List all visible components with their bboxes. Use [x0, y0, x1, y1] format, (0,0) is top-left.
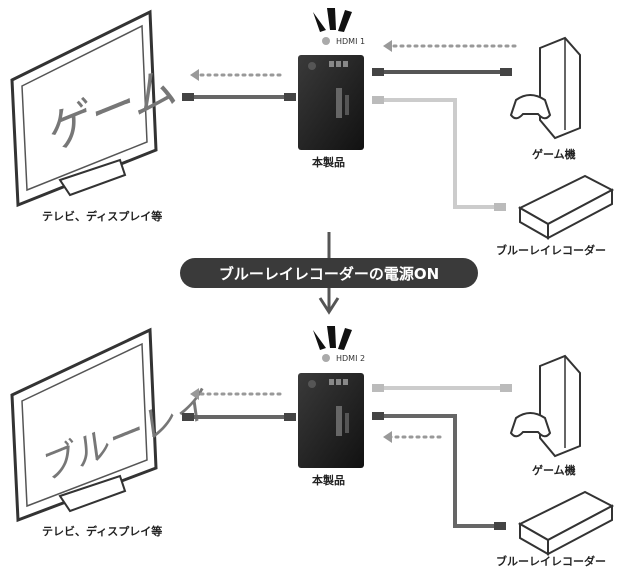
switcher-device: [298, 55, 364, 150]
indicator-led: [322, 354, 330, 362]
hdmi-cable-game: [372, 68, 512, 76]
hdmi-cable-bluray: [372, 412, 506, 530]
game-console-icon: [509, 354, 581, 458]
bluray-recorder-label: ブルーレイレコーダー: [496, 554, 606, 568]
product-label: 本製品: [312, 155, 345, 169]
signal-burst-icon: [313, 8, 352, 32]
hdmi-cable-tv: [182, 93, 296, 101]
switcher-device: [298, 373, 364, 468]
game-console-icon: [509, 36, 581, 140]
tv-label: テレビ、ディスプレイ等: [42, 524, 162, 538]
indicator-label: HDMI 2: [336, 354, 365, 363]
signal-arrow-from-game: [383, 40, 517, 52]
hdmi-cable-tv: [182, 413, 296, 421]
bluray-recorder-icon: [517, 174, 615, 240]
hdmi-cable-bluray: [372, 96, 506, 211]
bluray-recorder-icon: [517, 490, 615, 556]
game-console-label: ゲーム機: [532, 147, 576, 161]
tv-label: テレビ、ディスプレイ等: [42, 209, 162, 223]
bottom-section: ブルーレイ テレビ、ディスプレイ等 HDMI 2 本製品: [10, 326, 615, 568]
tv-icon: [10, 327, 158, 523]
signal-arrow-from-bluray: [383, 431, 442, 443]
indicator-led: [322, 37, 330, 45]
game-console-label: ゲーム機: [532, 463, 576, 477]
indicator-label: HDMI 1: [336, 37, 365, 46]
signal-arrow-to-tv: [190, 388, 282, 400]
signal-burst-icon: [313, 326, 352, 350]
hdmi-cable-game: [372, 384, 512, 392]
event-banner-text: ブルーレイレコーダーの電源ON: [219, 265, 439, 283]
bluray-recorder-label: ブルーレイレコーダー: [496, 243, 606, 257]
signal-arrow-to-tv: [190, 69, 282, 81]
product-label: 本製品: [312, 473, 345, 487]
tv-icon: [10, 9, 158, 208]
top-section: ゲーム テレビ、ディスプレイ等 HDMI: [10, 8, 615, 257]
event-banner: ブルーレイレコーダーの電源ON: [180, 258, 478, 288]
